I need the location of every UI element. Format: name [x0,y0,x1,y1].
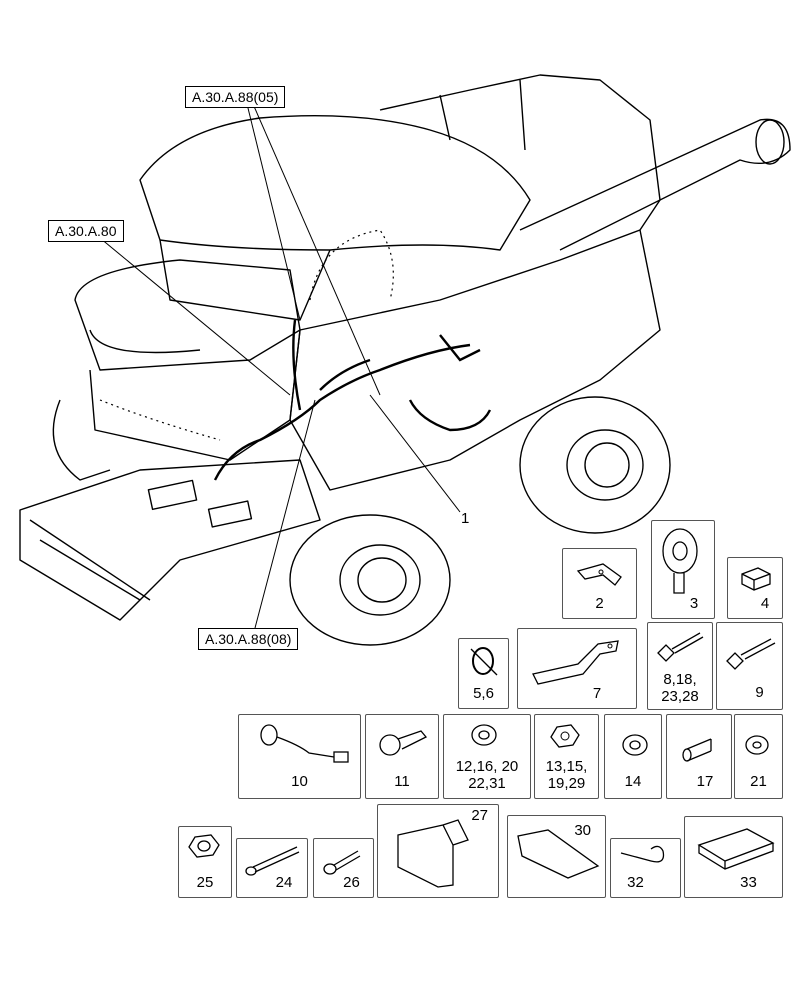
callout-main-harness: 1 [461,510,470,527]
part-9[interactable]: 9 [716,622,783,710]
part-13-15-19-29[interactable]: 13,15, 19,29 [534,714,599,799]
part-25[interactable]: 25 [178,826,232,898]
pin-icon [682,738,712,762]
part-11[interactable]: 11 [365,714,439,799]
grommet-bracket-icon [662,528,698,594]
part-27[interactable]: 27 [377,804,499,898]
flat-washer-icon [745,735,769,755]
connector-icon [379,730,428,756]
part-10[interactable]: 10 [238,714,361,799]
part-3[interactable]: 3 [651,520,715,619]
reference-a30-a80[interactable]: A.30.A.80 [48,220,124,242]
bolt-icon [657,632,704,662]
part-26[interactable]: 26 [313,838,374,898]
part-33[interactable]: 33 [684,816,783,898]
part-12-16-20-22-31[interactable]: 12,16, 20 22,31 [443,714,531,799]
bracket-clip-icon [576,563,622,586]
cable-tie-icon [470,647,498,676]
part-14[interactable]: 14 [604,714,662,799]
hex-nut-icon [550,724,580,748]
reference-a30-a88-08[interactable]: A.30.A.88(08) [198,628,299,650]
part-2[interactable]: 2 [562,548,637,619]
washer-icon [622,734,648,756]
cover-plate-icon [397,819,469,888]
nut-icon [471,724,497,746]
spring-clip-icon [620,845,665,863]
carriage-bolt-icon [245,846,300,876]
control-module-icon [697,828,775,870]
part-7[interactable]: 7 [517,628,637,709]
lock-nut-icon [188,834,220,858]
flange-bolt-icon [726,638,776,670]
part-5-6[interactable]: 5,6 [458,638,509,709]
support-bracket-icon [532,640,619,685]
part-32[interactable]: 32 [610,838,681,898]
clamp-block-icon [741,567,771,591]
part-8-18-23-28[interactable]: 8,18, 23,28 [647,622,713,710]
part-17[interactable]: 17 [666,714,732,799]
mounting-plate-icon [517,829,600,879]
reference-a30-a88-05[interactable]: A.30.A.88(05) [185,86,286,108]
sensor-cable-icon [260,724,349,763]
part-24[interactable]: 24 [236,838,308,898]
screw-icon [323,850,361,875]
part-30[interactable]: 30 [507,815,606,898]
part-4[interactable]: 4 [727,557,783,619]
part-21[interactable]: 21 [734,714,783,799]
